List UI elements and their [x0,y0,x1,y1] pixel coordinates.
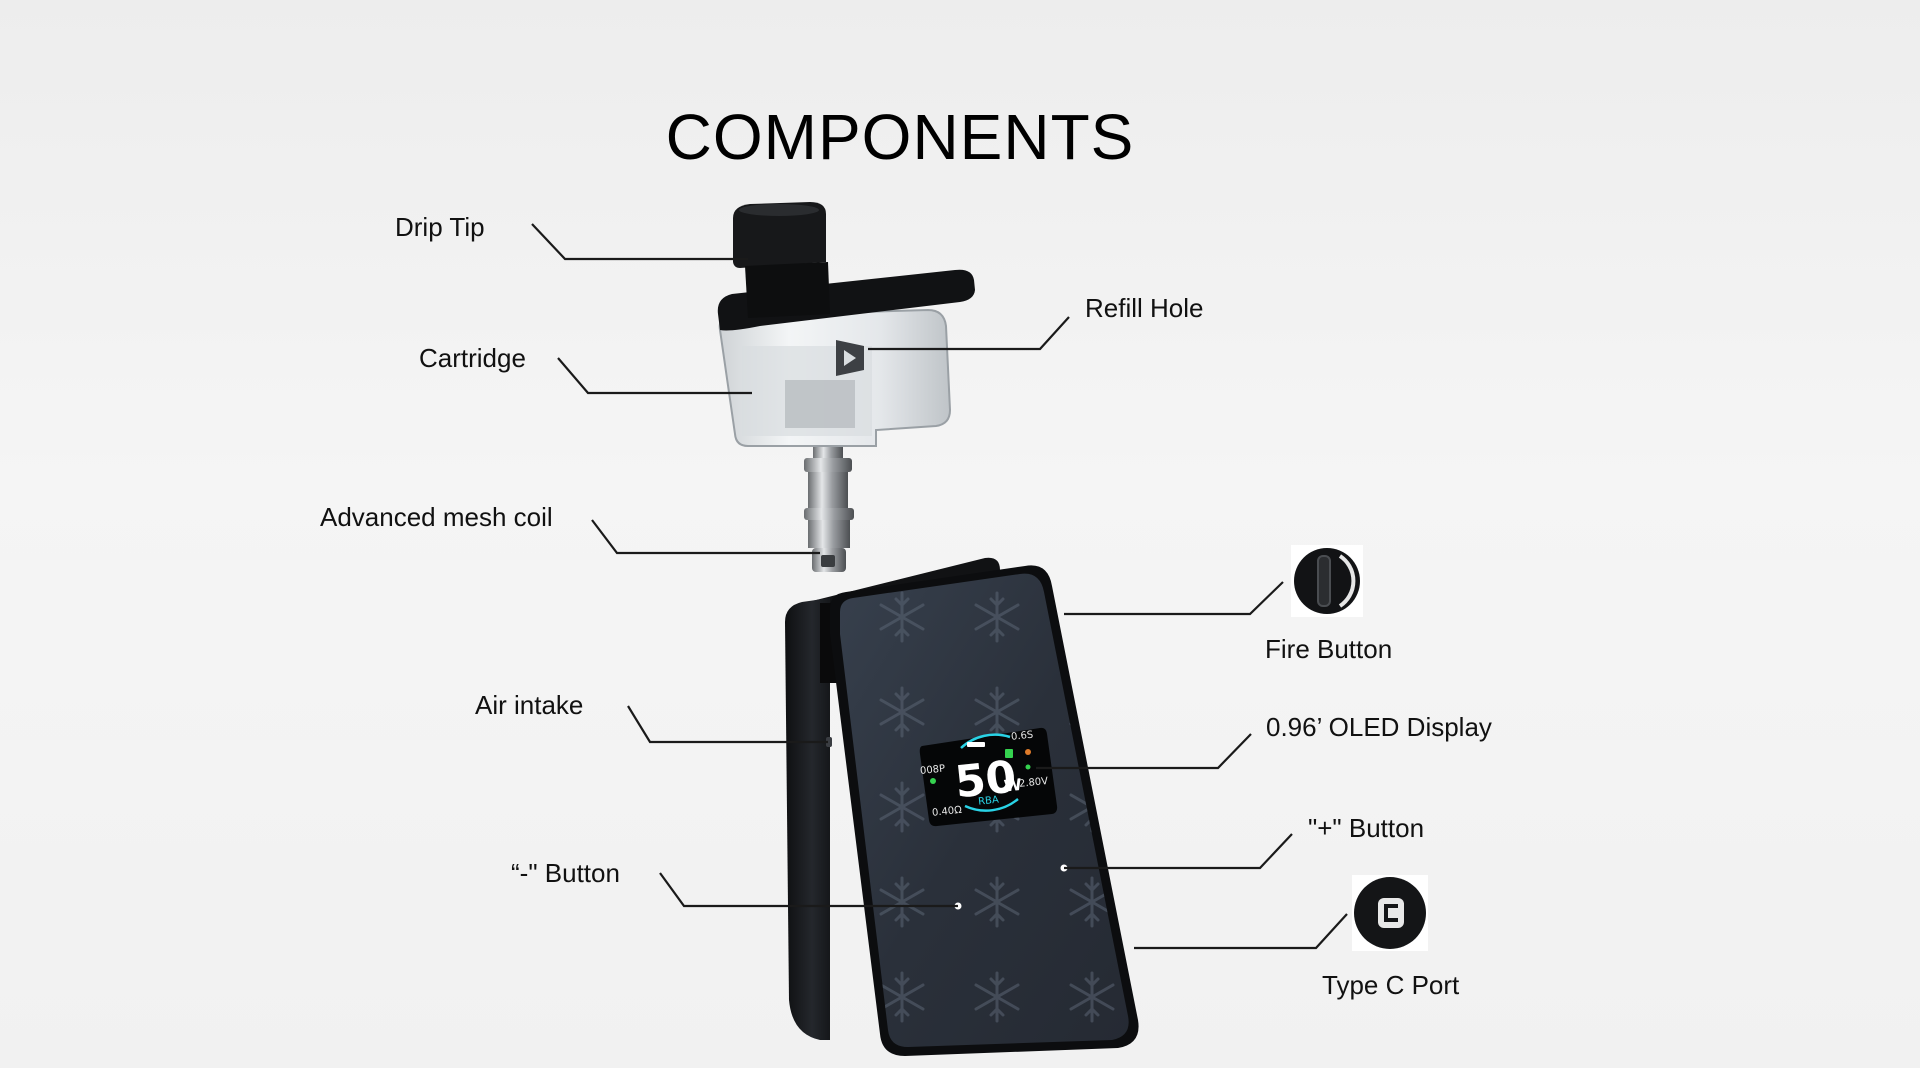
label-minus-button: “-" Button [511,858,620,888]
label-plus-button: "+" Button [1308,813,1425,843]
leader-refill-hole [868,316,1070,351]
leader-minus-button [659,872,958,908]
screen-mode: RBA [978,795,1000,808]
fire-button-inset [1291,545,1363,617]
label-fire-button: Fire Button [1265,634,1393,664]
leader-air-intake [627,705,828,744]
type-c-port-inset [1352,875,1428,951]
oled-screen: 50 W RBA 008P 0.40Ω 0.6S 2.80V [920,727,1058,827]
label-type-c-port: Type C Port [1322,970,1460,1000]
label-drip-tip: Drip Tip [395,212,485,242]
leader-plus-button [1064,833,1293,870]
page-title: COMPONENTS [665,101,1135,173]
label-air-intake: Air intake [475,690,584,720]
leader-type-c-port [1134,913,1348,950]
leader-fire-button [1064,581,1284,616]
label-cartridge: Cartridge [419,343,526,373]
drip-tip [733,202,830,318]
leader-mesh-coil [591,519,820,555]
screen-top-right: 0.6S [1011,730,1034,743]
screen-bottom-left: 0.40Ω [932,805,963,819]
leader-drip-tip [531,223,748,261]
label-mesh-coil: Advanced mesh coil [320,502,553,532]
screen-bottom-right: 2.80V [1019,776,1049,790]
screen-wattage: 50 [953,751,1019,808]
label-oled-display: 0.96’ OLED Display [1266,712,1492,742]
mesh-coil [804,438,854,572]
leader-oled-display [1036,733,1252,770]
screen-top-left: 008P [920,763,946,777]
label-refill-hole: Refill Hole [1085,293,1204,323]
leader-cartridge [557,357,752,395]
screen-unit: W [1003,775,1023,796]
